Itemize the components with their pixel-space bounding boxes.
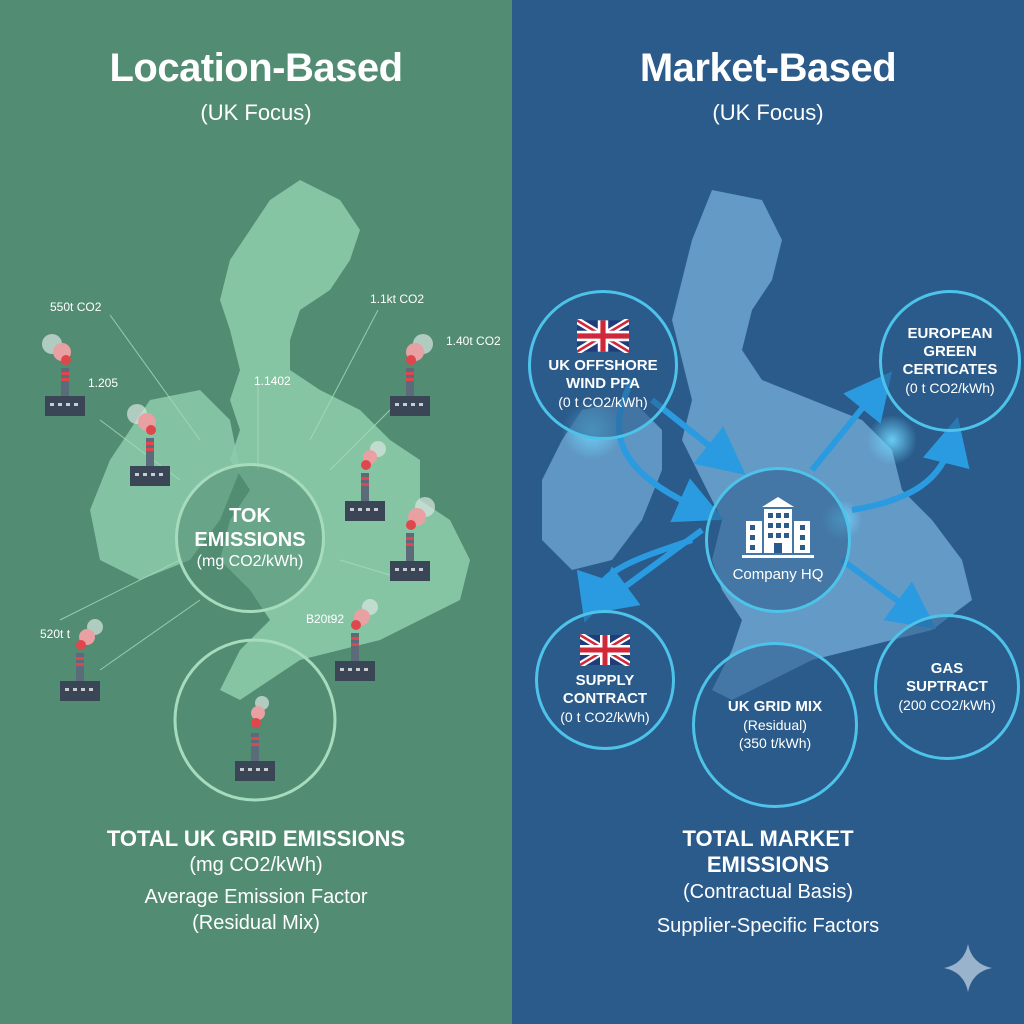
- emission-label: 1.205: [88, 376, 119, 390]
- factory-icon: [127, 404, 170, 486]
- uk-flag-icon: [577, 318, 629, 353]
- factory-icon: [335, 599, 378, 681]
- market-footer: TOTAL MARKET EMISSIONS (Contractual Basi…: [512, 826, 1024, 939]
- node-title: CONTRACT: [562, 689, 648, 707]
- footer-unit: (mg CO2/kWh): [189, 854, 323, 877]
- node-title: UK GRID MIX: [727, 697, 823, 715]
- market-subtitle: (UK Focus): [712, 100, 824, 125]
- node-offshore-wind: UK OFFSHORE WIND PPA (0 t CO2/kWh): [528, 290, 678, 440]
- emission-label: B20t92: [306, 612, 345, 626]
- emission-label: 520t t: [40, 627, 71, 641]
- emission-label: 1.1kt CO2: [370, 292, 425, 306]
- node-value: (0 t CO2/kWh): [905, 379, 995, 396]
- emission-label: 1.1402: [254, 374, 291, 388]
- factory-icon: [235, 696, 275, 781]
- circle-heading: EMISSIONS: [194, 528, 306, 551]
- uk-flag-icon: [580, 633, 630, 666]
- market-title: Market-Based: [639, 46, 897, 90]
- node-uk-grid-mix: UK GRID MIX (Residual) (350 t/kWh): [692, 642, 858, 808]
- node-value: (200 CO2/kWh): [898, 696, 996, 713]
- footer-heading: TOTAL MARKET: [682, 826, 854, 851]
- sparkle-icon: [944, 944, 992, 992]
- node-title: UK OFFSHORE: [548, 356, 658, 374]
- location-subtitle: (UK Focus): [200, 100, 312, 125]
- node-european-green: EUROPEAN GREEN CERTICATES (0 t CO2/kWh): [879, 290, 1021, 432]
- factory-icon: [345, 441, 386, 521]
- node-subtitle: (Residual): [743, 716, 807, 733]
- node-title: GAS: [930, 659, 964, 677]
- footer-desc: (Residual Mix): [192, 912, 320, 935]
- location-title: Location-Based: [109, 46, 403, 90]
- footer-desc: Supplier-Specific Factors: [656, 914, 880, 937]
- node-title: WIND PPA: [566, 374, 640, 392]
- building-icon: [742, 497, 814, 559]
- footer-heading: TOTAL UK GRID EMISSIONS: [106, 826, 406, 851]
- footer-heading: EMISSIONS: [706, 852, 830, 878]
- total-emissions-circle: TOK EMISSIONS (mg CO2/kWh): [175, 463, 325, 613]
- location-footer: TOTAL UK GRID EMISSIONS (mg CO2/kWh) Ave…: [0, 826, 512, 936]
- node-title: EUROPEAN: [907, 324, 993, 342]
- node-title: CERTICATES: [902, 360, 998, 378]
- footer-basis: (Contractual Basis): [682, 880, 854, 903]
- footer-desc: Average Emission Factor: [144, 886, 368, 909]
- node-value: (0 t CO2/kWh): [558, 393, 648, 410]
- circle-heading: TOK: [229, 504, 271, 527]
- node-gas-contract: GAS SUPTRACT (200 CO2/kWh): [874, 614, 1020, 760]
- node-value: (0 t CO2/kWh): [560, 708, 650, 725]
- market-based-panel: Market-Based (UK Focus): [512, 0, 1024, 1024]
- node-title: GREEN: [923, 342, 977, 360]
- company-hq-hub: Company HQ: [705, 467, 851, 613]
- factory-icon: [390, 497, 435, 581]
- node-title: SUPPLY: [575, 671, 635, 689]
- node-title: SUPTRACT: [906, 677, 988, 695]
- node-value: (350 t/kWh): [738, 735, 812, 751]
- hub-label: Company HQ: [732, 566, 824, 584]
- circle-unit: (mg CO2/kWh): [196, 552, 304, 570]
- emission-label: 1.40t CO2: [446, 334, 501, 348]
- factory-icon: [390, 334, 433, 416]
- factory-icon: [60, 619, 103, 701]
- factory-icon: [42, 334, 85, 416]
- node-supply-contract: SUPPLY CONTRACT (0 t CO2/kWh): [535, 610, 675, 750]
- location-based-panel: Location-Based (UK Focus) 550t CO2 1.1kt…: [0, 0, 512, 1024]
- emission-label: 550t CO2: [50, 300, 102, 314]
